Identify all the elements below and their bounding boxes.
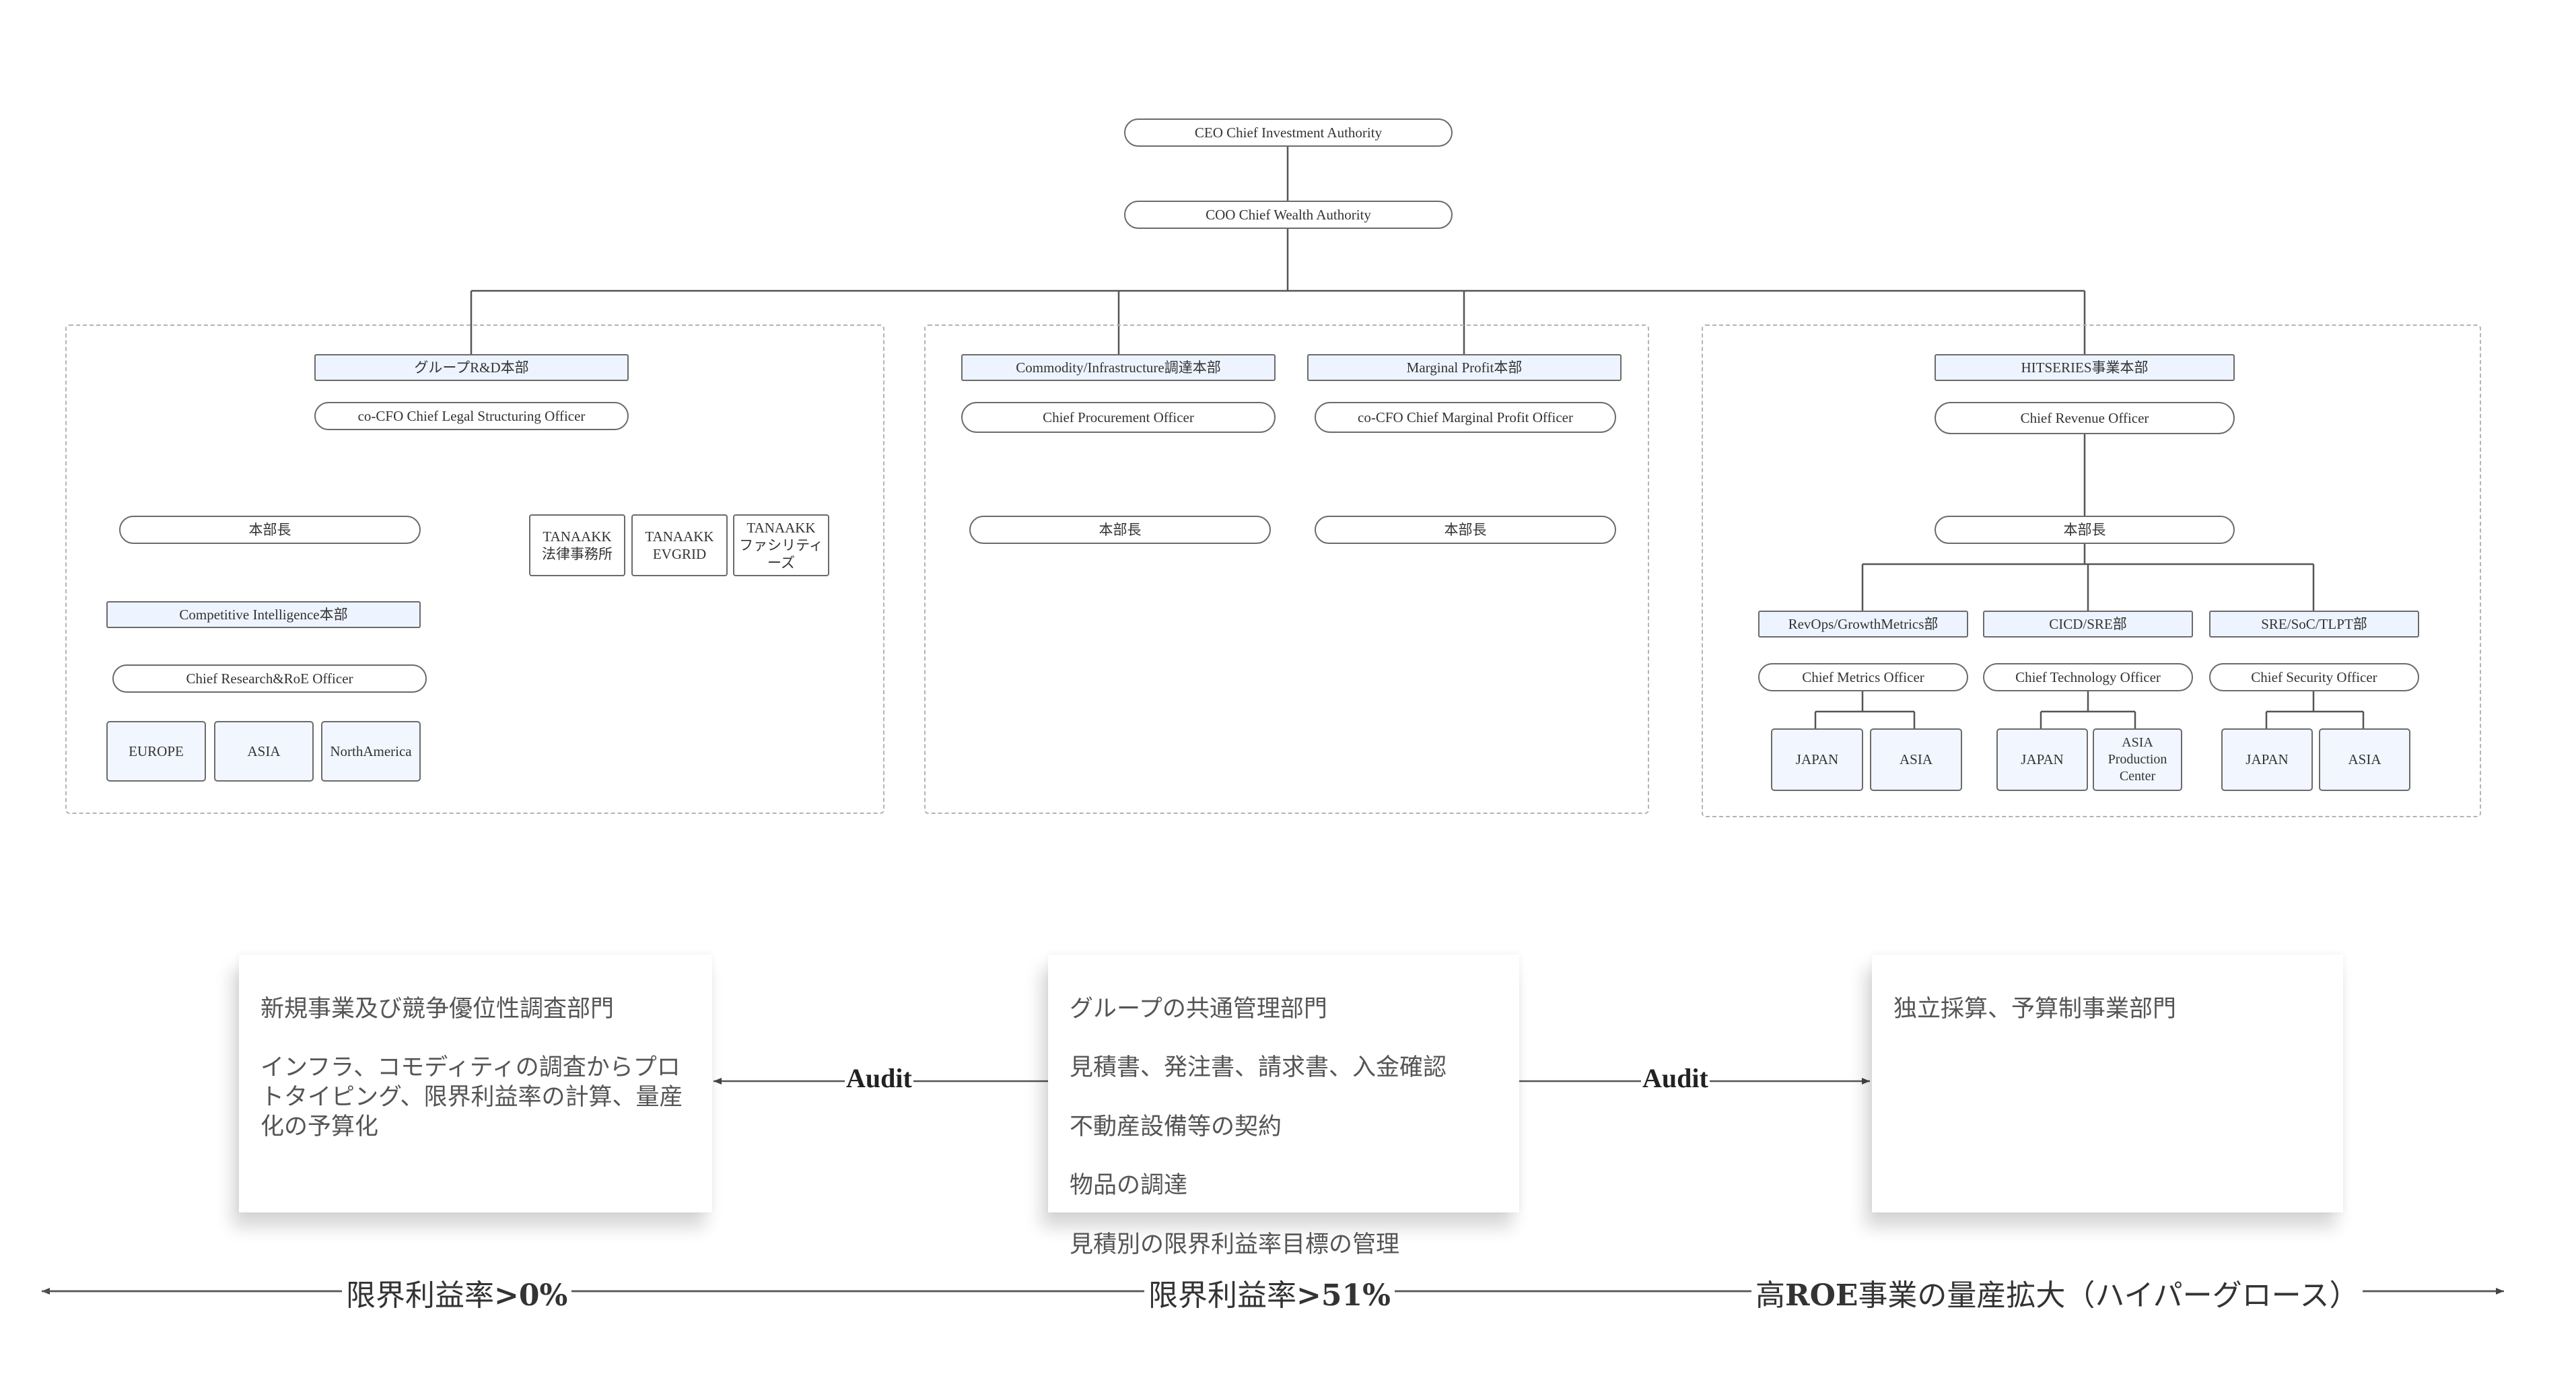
rnd-dept-box[interactable]: グループR&D本部 [314, 354, 629, 381]
rnd-head-box[interactable]: 本部長 [119, 516, 421, 544]
hitseries-head-box[interactable]: 本部長 [1935, 516, 2235, 544]
sre-dept-box[interactable]: SRE/SoC/TLPT部 [2209, 611, 2419, 638]
note-line: インフラ、コモディティの調査からプロトタイピング、限界利益率の計算、量産化の予算… [260, 1054, 683, 1140]
tanaakk-evgrid[interactable]: TANAAKK EVGRID [631, 514, 728, 576]
coo-box[interactable]: COO Chief Wealth Authority [1124, 201, 1453, 229]
revops-tile-japan[interactable]: JAPAN [1771, 728, 1863, 791]
axis-label-suffix: 事業の量産拡大（ハイパーグロース） [1858, 1278, 2359, 1313]
axis-label-prefix: 限界利益率 [1148, 1278, 1296, 1313]
axis-label-margin-0: 限界利益率>0% [342, 1271, 572, 1314]
security-officer-box[interactable]: Chief Security Officer [2209, 663, 2419, 691]
legal-officer-box[interactable]: co-CFO Chief Legal Structuring Officer [314, 402, 629, 430]
research-officer-box[interactable]: Chief Research&RoE Officer [112, 664, 427, 693]
marginal-profit-dept-box[interactable]: Marginal Profit本部 [1307, 354, 1622, 381]
tanaakk-law-office[interactable]: TANAAKK 法律事務所 [529, 514, 625, 576]
marginal-profit-officer-box[interactable]: co-CFO Chief Marginal Profit Officer [1315, 402, 1616, 433]
hitseries-region [1702, 324, 2481, 817]
rnd-region [65, 324, 884, 814]
revops-dept-box[interactable]: RevOps/GrowthMetrics部 [1758, 611, 1968, 638]
sre-tile-asia[interactable]: ASIA [2319, 728, 2410, 791]
note-line: 物品の調達 [1070, 1172, 1188, 1200]
marginal-profit-head-box[interactable]: 本部長 [1315, 516, 1616, 544]
sre-tile-japan[interactable]: JAPAN [2221, 728, 2313, 791]
rnd-description-note: 新規事業及び競争優位性調査部門 インフラ、コモディティの調査からプロトタイピング… [239, 955, 712, 1212]
cicd-tile-japan[interactable]: JAPAN [1996, 728, 2088, 791]
axis-label-value: >0% [494, 1278, 568, 1313]
axis-label-margin-51: 限界利益率>51% [1144, 1271, 1395, 1314]
audit-label-left: Audit [845, 1062, 913, 1094]
note-line: 独立採算、予算制事業部門 [1893, 995, 2177, 1023]
ceo-box[interactable]: CEO Chief Investment Authority [1124, 118, 1453, 147]
hitseries-dept-box[interactable]: HITSERIES事業本部 [1935, 354, 2235, 381]
note-line: 見積書、発注書、請求書、入金確認 [1070, 1054, 1447, 1082]
note-line: グループの共通管理部門 [1070, 995, 1327, 1023]
axis-label-roe: ROE [1785, 1278, 1858, 1313]
region-tile-europe[interactable]: EUROPE [106, 721, 206, 782]
note-line: 見積別の限界利益率目標の管理 [1070, 1231, 1400, 1258]
axis-label-prefix: 高 [1755, 1278, 1785, 1313]
procurement-officer-box[interactable]: Chief Procurement Officer [961, 402, 1276, 433]
axis-label-prefix: 限界利益率 [346, 1278, 494, 1313]
tanaakk-facilities[interactable]: TANAAKK ファシリティーズ [733, 514, 829, 576]
revenue-officer-box[interactable]: Chief Revenue Officer [1935, 402, 2235, 434]
procurement-region [924, 324, 1649, 814]
admin-description-note: グループの共通管理部門 見積書、発注書、請求書、入金確認 不動産設備等の契約 物… [1048, 955, 1519, 1258]
metrics-officer-box[interactable]: Chief Metrics Officer [1758, 663, 1968, 691]
commodity-dept-box[interactable]: Commodity/Infrastructure調達本部 [961, 354, 1276, 381]
technology-officer-box[interactable]: Chief Technology Officer [1983, 663, 2193, 691]
cicd-dept-box[interactable]: CICD/SRE部 [1983, 611, 2193, 638]
note-line: 新規事業及び競争優位性調査部門 [260, 995, 615, 1023]
business-unit-description-note: 独立採算、予算制事業部門 [1872, 955, 2343, 1212]
commodity-head-box[interactable]: 本部長 [969, 516, 1271, 544]
audit-label-right: Audit [1641, 1062, 1710, 1094]
axis-label-value: >51% [1296, 1278, 1391, 1313]
axis-label-hypergrowth: 高ROE事業の量産拡大（ハイパーグロース） [1751, 1271, 2363, 1314]
region-tile-northamerica[interactable]: NorthAmerica [321, 721, 421, 782]
revops-tile-asia[interactable]: ASIA [1870, 728, 1962, 791]
region-tile-asia[interactable]: ASIA [214, 721, 314, 782]
note-line: 不動産設備等の契約 [1070, 1113, 1282, 1140]
cicd-tile-asia-production-center[interactable]: ASIA Production Center [2093, 728, 2182, 791]
ci-dept-box[interactable]: Competitive Intelligence本部 [106, 601, 421, 628]
